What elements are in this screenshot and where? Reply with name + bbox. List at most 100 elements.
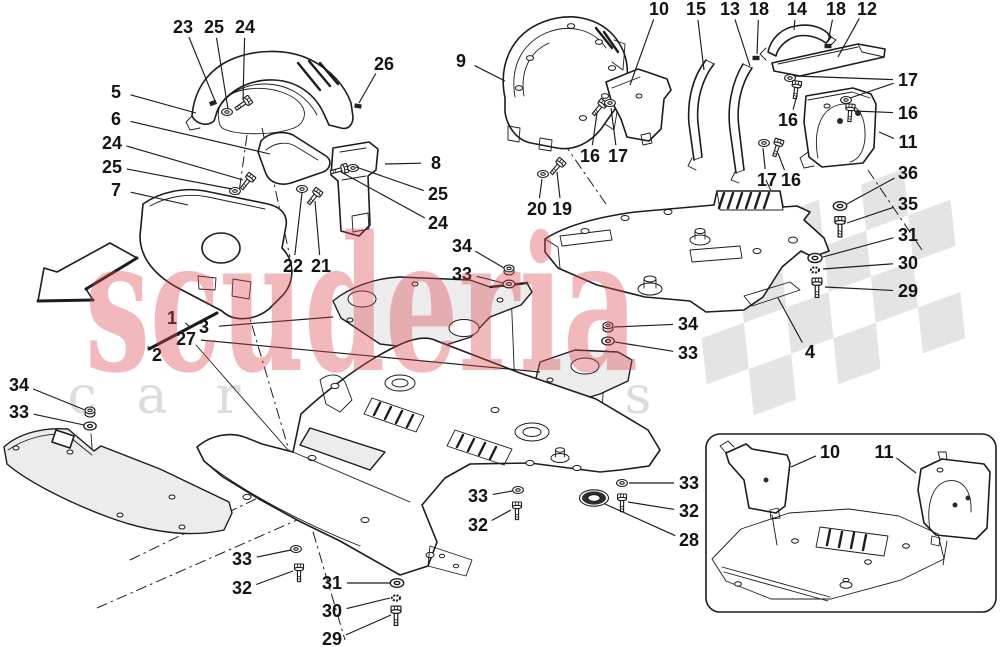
washer-icon — [601, 336, 615, 346]
flag-check — [908, 199, 956, 262]
bolt-icon — [791, 80, 803, 100]
leader-line — [188, 36, 216, 102]
callout-16: 16 — [781, 170, 801, 190]
washer-icon — [83, 421, 97, 431]
leader-line — [790, 455, 817, 468]
callout-29: 29 — [898, 281, 918, 301]
clip-icon — [354, 103, 362, 109]
callout-33: 33 — [468, 486, 488, 506]
leader-line — [256, 549, 292, 558]
callout-12: 12 — [857, 0, 877, 19]
watermark-letter: a — [136, 366, 167, 426]
leader-line — [614, 341, 674, 352]
cone-bump — [550, 447, 570, 463]
flag-check — [748, 353, 796, 416]
washer-icon — [537, 169, 549, 179]
flag-check — [870, 261, 918, 323]
washer-icon — [758, 138, 770, 148]
part-11-wheelhouse-panel — [799, 87, 877, 169]
leader-lines — [32, 18, 917, 636]
leader-line — [32, 388, 86, 411]
leader-line — [627, 501, 675, 510]
callout-15: 15 — [686, 0, 706, 19]
callout-14: 14 — [787, 0, 807, 19]
leader-line — [610, 107, 617, 146]
callout-5: 5 — [111, 82, 121, 102]
flag-check — [917, 292, 966, 354]
leader-line — [613, 323, 674, 328]
leader-line — [792, 94, 798, 110]
washer-icon — [290, 544, 302, 554]
leader-line — [218, 316, 334, 327]
callout-31: 31 — [898, 225, 918, 245]
callout-11: 11 — [874, 442, 893, 462]
leader-line — [556, 171, 561, 199]
leader-line — [762, 147, 766, 170]
leader-line — [878, 131, 895, 139]
watermark-scuderia: scuderia — [85, 195, 638, 414]
leader-line — [837, 18, 860, 58]
bolt-icon — [845, 103, 856, 123]
leader-line — [474, 65, 506, 82]
callout-21: 21 — [311, 256, 331, 276]
washer-icon — [347, 163, 359, 173]
part-13-channel — [728, 63, 753, 184]
leader-line — [849, 82, 894, 99]
leader-line — [314, 200, 321, 256]
callout-16: 16 — [898, 103, 918, 123]
leader-line — [294, 192, 303, 256]
bolt-icon — [811, 277, 823, 299]
leader-line — [822, 237, 894, 258]
washer-icon — [229, 186, 241, 196]
grille-slats — [716, 190, 784, 211]
part-5-wheelhouse-upper — [185, 50, 354, 135]
callout-4: 4 — [805, 342, 815, 362]
callout-8: 8 — [431, 153, 441, 173]
callout-28: 28 — [679, 530, 699, 550]
washer-icon — [832, 200, 848, 212]
washer-icon — [604, 98, 616, 108]
grommet-icon — [578, 489, 610, 507]
callout-10: 10 — [649, 0, 669, 19]
leader-line — [734, 19, 751, 67]
leader-line — [384, 162, 422, 165]
front-spoiler-panel — [3, 427, 233, 535]
part-2-front-undertray — [196, 337, 661, 577]
callout-17: 17 — [898, 70, 918, 90]
leader-line — [346, 597, 391, 610]
callout-23: 23 — [173, 17, 193, 37]
leader-line — [33, 413, 85, 426]
leader-line — [130, 191, 189, 206]
leader-line — [185, 322, 191, 328]
callout-29: 29 — [322, 629, 342, 647]
part-4-undertray — [544, 190, 830, 313]
leader-line — [130, 94, 197, 114]
washer-icon — [389, 577, 405, 589]
leader-line — [340, 171, 425, 219]
leader-line — [242, 37, 246, 101]
leader-line — [492, 490, 513, 495]
callout-33: 33 — [679, 473, 699, 493]
callout-34: 34 — [452, 236, 472, 256]
leader-line — [697, 19, 705, 71]
leader-line — [629, 19, 655, 86]
callout-18: 18 — [826, 0, 846, 19]
nut-icon — [503, 264, 515, 276]
bolt-icon — [306, 186, 324, 206]
direction-arrow-icon — [36, 242, 139, 303]
leader-line — [538, 178, 543, 199]
leader-line — [358, 72, 377, 104]
part-14-bracket — [759, 24, 837, 61]
nut-icon — [602, 321, 614, 333]
callout-13: 13 — [720, 0, 740, 19]
part-15-channel — [687, 59, 715, 171]
leader-line — [777, 297, 803, 343]
callout-25: 25 — [102, 157, 122, 177]
callout-11: 11 — [898, 132, 917, 152]
callout-17: 17 — [757, 170, 777, 190]
callout-1: 1 — [167, 308, 177, 328]
callout-33: 33 — [678, 343, 698, 363]
flag-check — [823, 230, 871, 293]
leader-line — [604, 503, 676, 537]
callout-3: 3 — [199, 317, 209, 337]
